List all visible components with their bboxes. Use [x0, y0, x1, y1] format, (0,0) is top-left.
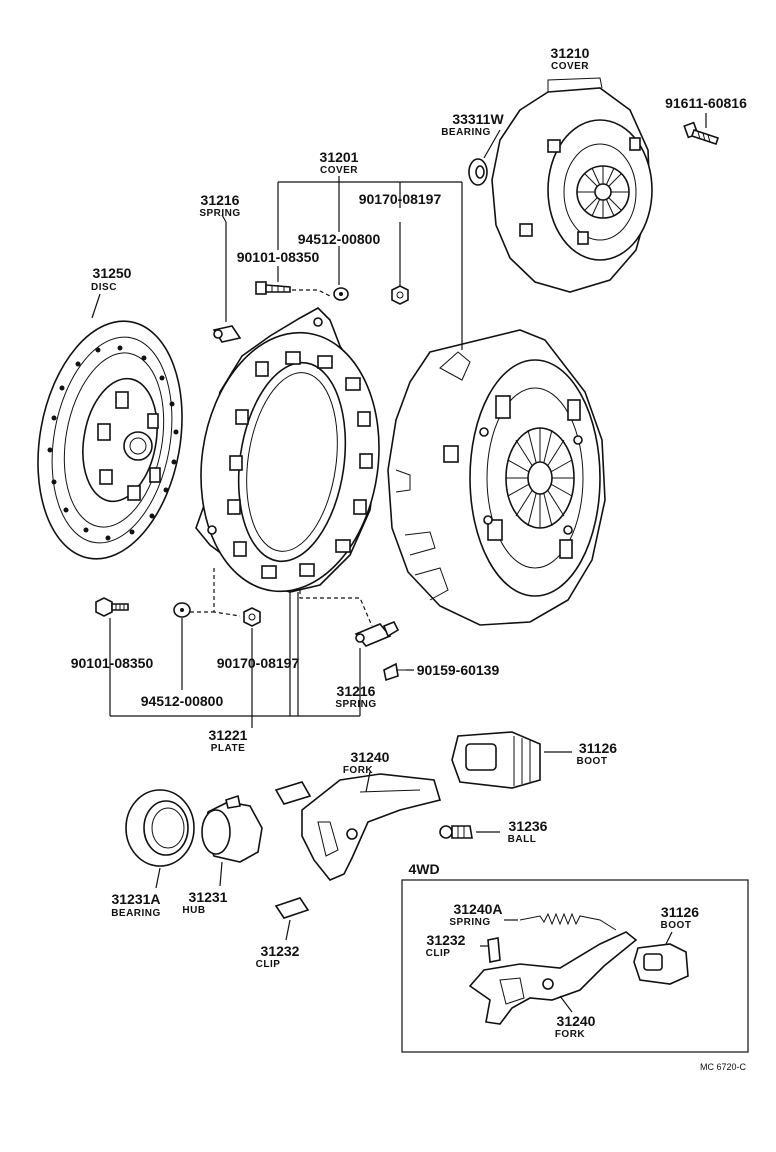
label-31216-top-name: SPRING: [199, 208, 240, 219]
figure-code: MC 6720-C: [700, 1062, 747, 1072]
nut-90170-bottom: [243, 607, 261, 627]
pressure-plate: [195, 307, 380, 593]
label-94512-bottom: 94512-00800: [141, 693, 224, 709]
label-31240-4wd-name: FORK: [555, 1029, 586, 1040]
label-31126-name: BOOT: [577, 756, 608, 767]
fork-31240: [301, 773, 442, 881]
bolt-90101-top: [255, 281, 291, 295]
label-31126-4wd-num: 31126: [661, 904, 699, 920]
label-31236-num: 31236: [509, 818, 548, 834]
label-31236-name: BALL: [508, 834, 537, 845]
clip-31232: [274, 781, 312, 919]
spring-31240a: [519, 912, 617, 931]
clutch-disc: [37, 320, 183, 560]
label-91611-num: 91611-60816: [665, 95, 747, 111]
label-90170-top: 90170-08197: [359, 191, 442, 207]
label-31126-4wd-name: BOOT: [661, 920, 692, 931]
hub-31231: [201, 794, 263, 863]
label-31216-top-num: 31216: [201, 192, 240, 208]
label-33311w-num: 33311W: [452, 111, 504, 127]
label-31216-bottom-num: 31216: [337, 683, 376, 699]
label-33311w-name: BEARING: [441, 127, 491, 138]
label-31240a-num: 31240A: [453, 901, 502, 917]
bolt-90101-bottom: [95, 597, 129, 617]
label-31216-bottom-name: SPRING: [335, 699, 376, 710]
label-31250-name: DISC: [91, 282, 117, 293]
washer-94512-bottom: [173, 602, 191, 618]
label-31240a-name: SPRING: [449, 917, 490, 928]
ball-31236: [439, 825, 473, 839]
label-31231a-num: 31231A: [111, 891, 160, 907]
nut-90170-top: [391, 285, 409, 305]
clip-31232-4wd: [487, 937, 501, 963]
label-31232-name: CLIP: [256, 959, 281, 970]
label-31221-name: PLATE: [211, 743, 246, 754]
washer-94512-top: [333, 287, 349, 301]
label-31231a-name: BEARING: [111, 908, 161, 919]
cover-bracket-lines: [277, 176, 463, 350]
cover-assembly-top: [491, 77, 653, 293]
bearing-33311w: [468, 158, 488, 186]
label-31240-name: FORK: [343, 765, 374, 776]
label-31201-name: COVER: [320, 165, 358, 176]
fork-31240-4wd: [468, 931, 638, 1025]
label-31221-num: 31221: [209, 727, 248, 743]
bolt-91611: [683, 121, 720, 146]
label-31232-num: 31232: [261, 943, 300, 959]
release-bearing-31231a: [125, 789, 195, 867]
cover-assembly-main: [387, 329, 606, 626]
screw-90159: [383, 662, 406, 682]
label-31240-4wd-num: 31240: [557, 1013, 596, 1029]
label-31231-name: HUB: [182, 905, 205, 916]
label-31210-name: COVER: [551, 61, 589, 72]
label-31232-4wd-num: 31232: [427, 932, 466, 948]
label-90159: 90159-60139: [417, 662, 500, 678]
label-31126-num: 31126: [579, 740, 617, 756]
spring-31216-top: [212, 325, 242, 343]
label-31201-num: 31201: [320, 149, 359, 165]
label-31210-num: 31210: [551, 45, 590, 61]
label-31240-num: 31240: [351, 749, 390, 765]
label-31232-4wd-name: CLIP: [426, 948, 451, 959]
label-94512-top: 94512-00800: [298, 231, 381, 247]
fourwd-box: [401, 879, 749, 1053]
label-31250-num: 31250: [93, 265, 132, 281]
label-4wd: 4WD: [408, 861, 439, 877]
boot-31126-4wd: [633, 943, 689, 985]
plate-bracket-lines: [109, 592, 414, 728]
label-90101-top: 90101-08350: [237, 249, 320, 265]
label-31231-num: 31231: [189, 889, 228, 905]
boot-31126: [451, 731, 541, 789]
label-90170-bottom: 90170-08197: [217, 655, 300, 671]
label-90101-bottom: 90101-08350: [71, 655, 154, 671]
spring-31216-bottom: [354, 620, 400, 647]
